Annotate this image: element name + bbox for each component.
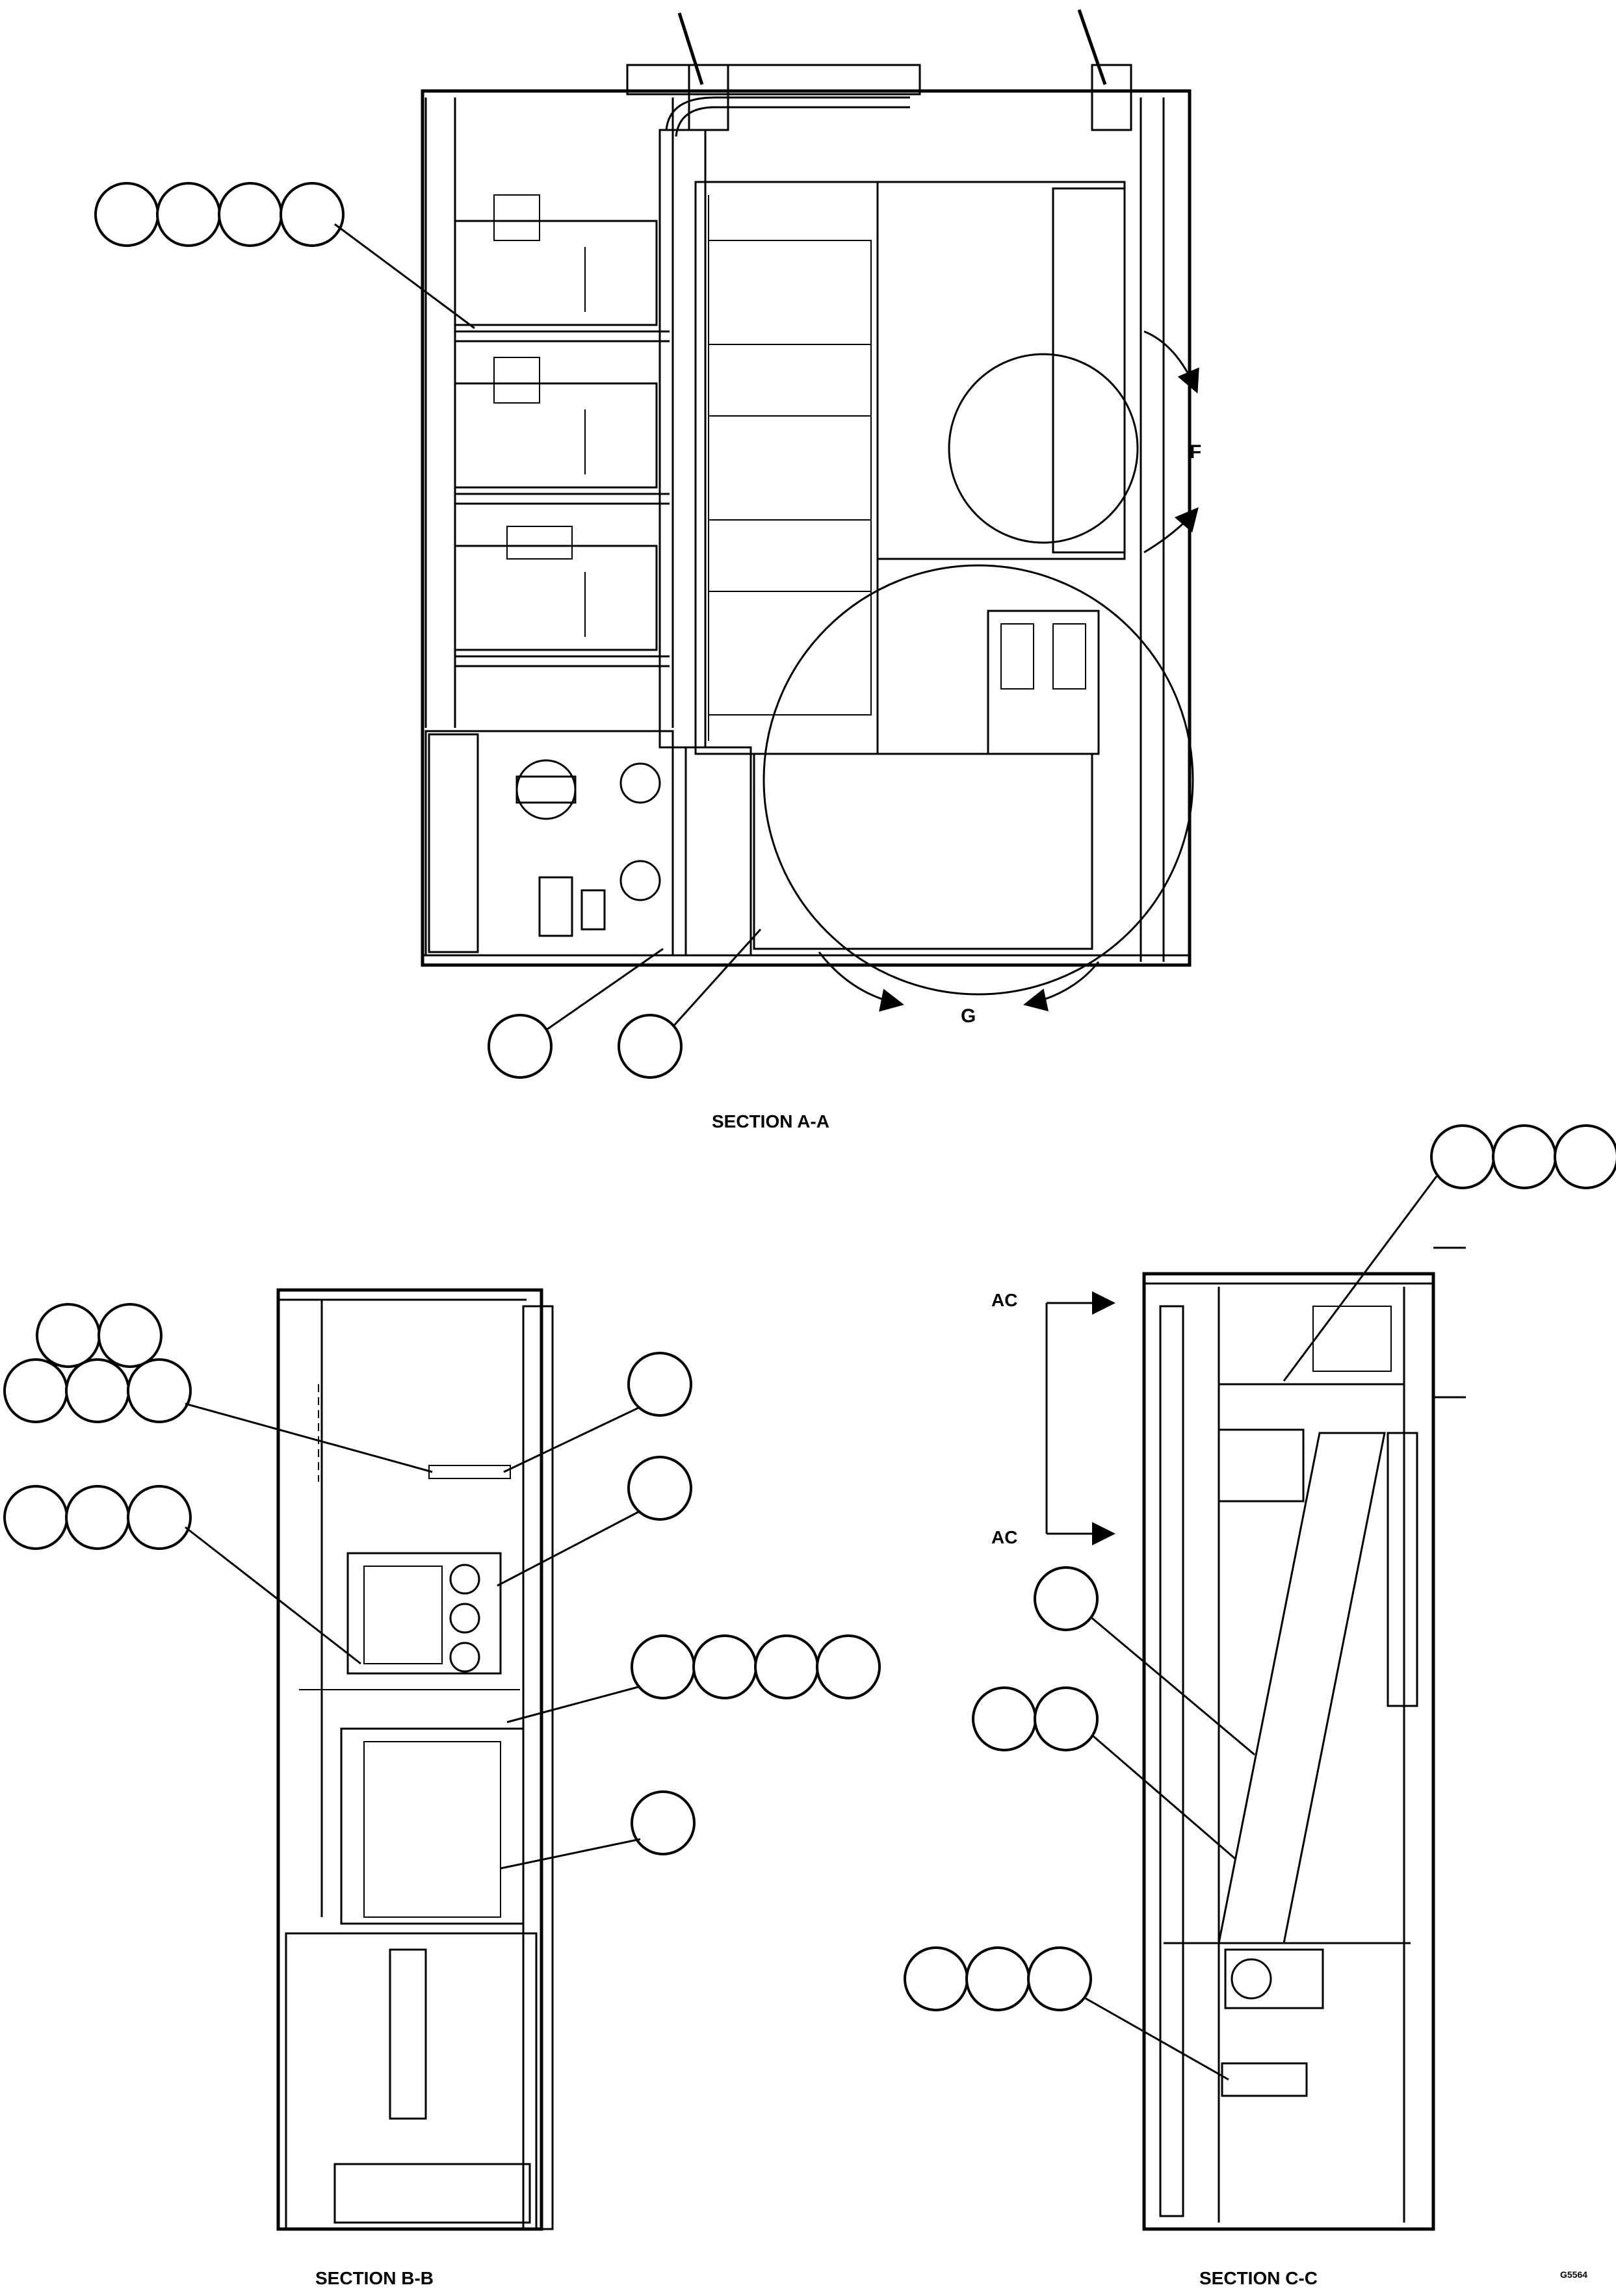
ac-bottom-label: AC bbox=[991, 1527, 1017, 1547]
section-cc-view: AC AC SECTION C-C bbox=[904, 1124, 1616, 2288]
section-ac-arrows bbox=[1045, 1291, 1115, 1545]
connector-panel bbox=[346, 1552, 502, 1675]
section-cc-title: SECTION C-C bbox=[1199, 2268, 1318, 2288]
section-aa-left-modules bbox=[454, 194, 670, 667]
detail-g-circle bbox=[762, 564, 1194, 996]
section-cc-balloons bbox=[904, 1124, 1616, 2081]
detail-f-label: F bbox=[1190, 441, 1201, 463]
section-bb-view: SECTION B-B bbox=[3, 1288, 881, 2288]
ac-top-label: AC bbox=[991, 1290, 1017, 1310]
section-aa-title: SECTION A-A bbox=[712, 1111, 829, 1131]
detail-g-label: G bbox=[961, 1005, 976, 1027]
section-aa-view: F G SECTION A-A bbox=[94, 9, 1201, 1131]
section-bb-balloons bbox=[3, 1303, 881, 1870]
detail-f-circle bbox=[948, 353, 1139, 544]
sheet-id: G5564 bbox=[1560, 2269, 1587, 2280]
section-bb-title: SECTION B-B bbox=[315, 2268, 434, 2288]
section-aa-balloons bbox=[94, 182, 762, 1079]
